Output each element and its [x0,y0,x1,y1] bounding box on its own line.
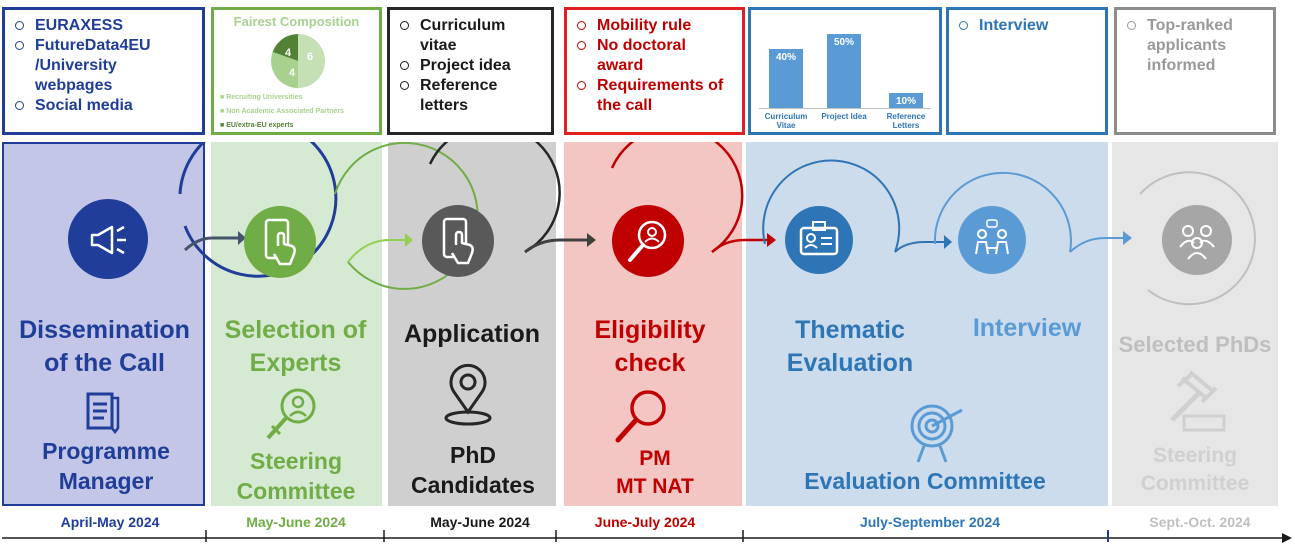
step-title-application: Application [403,320,541,348]
channel-item: EURAXESS [13,16,194,36]
people-icon [1162,205,1232,275]
bar [769,49,803,108]
application-panel [388,142,556,506]
step-title-interview: Interview [972,314,1082,342]
bar-category-label: Curriculum Vitae [764,112,808,130]
pie-label: 4 [285,47,292,59]
magnifier-user-icon [266,388,316,440]
id-card-icon [785,206,853,274]
bar-value-label: 40% [775,52,796,64]
location-pin-icon [444,363,492,426]
criterion-item: Mobility rule [575,16,734,36]
ring-arc [334,142,479,290]
bar-value-label: 50% [833,37,854,49]
flow-arrow [347,239,406,263]
ring-arc [762,159,901,253]
ring-arc [428,142,561,254]
flow-arrow [1069,237,1124,253]
weights-bar-chart: 40% Curriculum Vitae 50% Project Idea 10% Ref… [751,10,939,132]
phone-touch-icon [422,205,494,277]
target-icon [910,404,963,463]
flow-arrow [524,238,588,254]
timeline-date: June-July 2024 [594,514,696,530]
actor-mt-nat: MT NAT [616,475,694,498]
composition-title: Fairest Composition [233,14,360,29]
outcome-item: Top-ranked applicants informed [1125,16,1265,76]
document-item: Project idea [398,56,543,76]
meeting-icon [958,206,1026,274]
timeline-date: July-September 2024 [859,514,1001,530]
arrowhead [238,231,246,245]
flow-arrow [183,236,238,252]
experts-panel [211,142,382,506]
magnifier-user-icon [612,205,684,277]
bar [827,34,861,108]
pie-slice-non-academic [298,34,325,88]
flow-arrow [894,241,945,253]
timeline-date: April-May 2024 [60,514,160,530]
process-flow-lines [178,142,1256,306]
step-title-eligibility: Eligibility check [594,316,706,377]
pie-label: 6 [307,51,313,63]
ring-arc [933,171,1072,253]
legend-item: ■ Non Academic Associated Partners [220,108,344,115]
ring-arc [1139,171,1256,306]
timeline-date: May-June 2024 [430,514,530,530]
actor-pm: PM [639,447,671,470]
application-documents-box: Curriculum vitae Project idea Reference … [387,7,554,135]
thematic-criteria-box: 40% Curriculum Vitae 50% Project Idea 10% Ref… [748,7,942,135]
flow-arrow [711,238,768,253]
selected-panel [1112,142,1278,506]
step-title-selected: Selected PhDs [1118,332,1272,357]
bar-category-label: Project Idea [821,112,867,121]
bar-category-label: Reference Letters [886,112,926,130]
eligibility-criteria-box: Mobility rule No doctoral award Requirem… [564,7,745,135]
criterion-item: Requirements of the call [575,76,734,116]
actor-phd-candidates: PhD Candidates [411,442,535,498]
pie-label: 4 [289,67,296,79]
dissemination-channels-box: EURAXESS FutureData4EU /University webpa… [2,7,205,135]
step-title-experts: Selection of Experts [224,316,367,377]
eligibility-panel [564,142,742,506]
chart-baseline [759,108,931,109]
step-title-dissemination: Dissemination of the Call [19,316,190,377]
selected-outcome-box: Top-ranked applicants informed [1114,7,1276,135]
pie-slice-recruiting [271,52,298,88]
criterion-item: No doctoral award [575,36,734,76]
actor-programme-manager: Programme Manager [42,438,170,494]
document-item: Reference letters [398,76,543,116]
arrowhead [405,233,413,247]
gavel-icon [1170,370,1226,432]
arrowhead [587,233,596,247]
bar [889,93,923,108]
magnifier-icon [615,390,666,443]
timeline-date: May-June 2024 [246,514,346,530]
experts-composition-box: Fairest Composition 4 6 4 ■ Recruiting U… [211,7,382,135]
actor-steering-committee: Steering Committee [236,448,356,504]
arrowhead [944,235,952,249]
megaphone-icon [68,199,148,279]
document-pen-icon [86,392,120,435]
arrowhead [1123,231,1132,245]
interview-box: Interview [946,7,1108,135]
legend-item: ■ Recruiting Universities [220,94,303,101]
channel-item: Social media [13,96,194,116]
timeline-date: Sept.-Oct. 2024 [1149,514,1251,530]
arrowhead [767,233,776,247]
ring-arc [610,142,744,254]
channel-item: FutureData4EU /University webpages [13,36,194,96]
step-title-thematic: Thematic Evaluation [786,316,914,377]
timeline-axis [2,530,1292,543]
actor-evaluation-committee: Evaluation Committee [804,468,1046,494]
pie-slice-eu-experts [272,34,298,61]
composition-pie-chart: 4 6 4 [271,34,325,88]
actor-steering-committee: Steering Committee [1140,444,1250,495]
phone-touch-icon [244,206,316,278]
bar-value-label: 10% [895,96,916,108]
interview-item: Interview [957,16,1097,36]
ring-arc [178,142,338,278]
document-item: Curriculum vitae [398,16,543,56]
legend-item: ■ EU/extra-EU experts [220,122,294,129]
